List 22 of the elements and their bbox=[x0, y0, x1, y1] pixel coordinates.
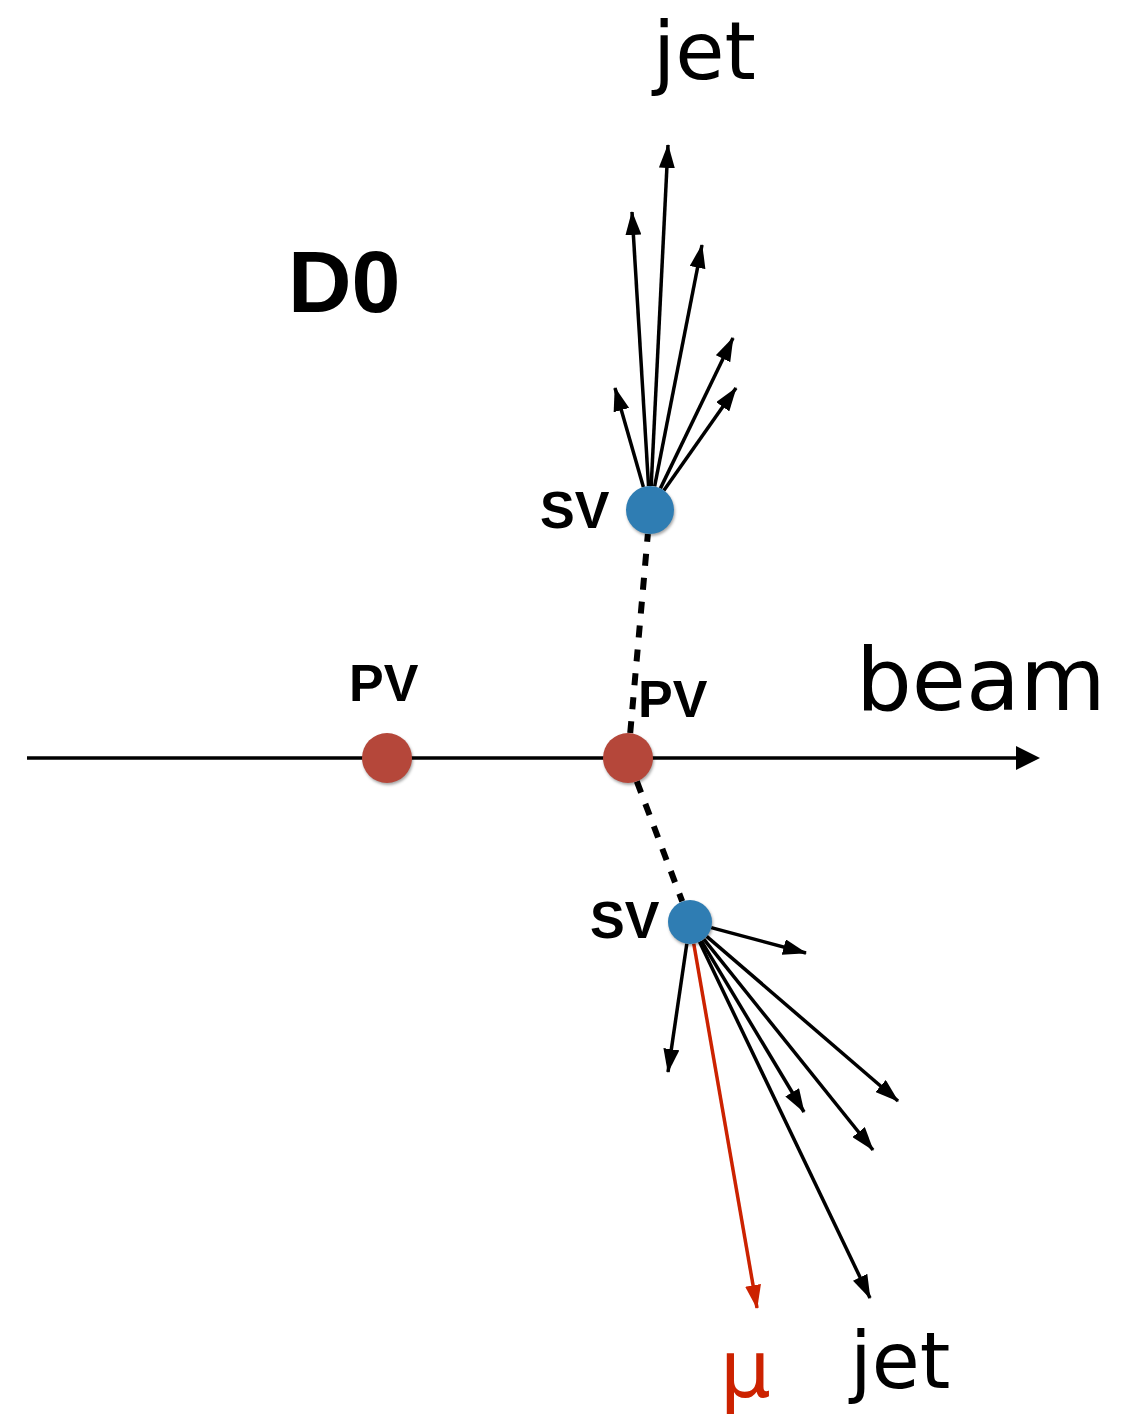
vertex-label: SV bbox=[540, 484, 610, 536]
particle-track-arrow bbox=[692, 943, 761, 1309]
dashed-connector bbox=[634, 780, 686, 903]
annotation-label: beam bbox=[856, 636, 1106, 724]
particle-track-arrow bbox=[702, 938, 875, 1152]
secondary-vertex bbox=[540, 484, 674, 534]
particle-track-arrow bbox=[697, 941, 872, 1299]
particle-track-arrow bbox=[705, 935, 900, 1103]
particle-track-arrow bbox=[662, 387, 738, 492]
particle-track-arrow bbox=[613, 387, 646, 488]
particle-track-arrow bbox=[649, 144, 675, 487]
particle-track-arrow bbox=[625, 211, 651, 487]
vertex-label: PV bbox=[638, 673, 708, 725]
particle-track-arrow bbox=[663, 943, 689, 1073]
experiment-label: D0 bbox=[288, 238, 401, 326]
particle-track-arrow bbox=[710, 926, 807, 955]
dashed-connector bbox=[627, 533, 651, 734]
particle-track-arrow bbox=[699, 939, 806, 1113]
vertex-label: PV bbox=[349, 657, 419, 709]
particle-track-arrow bbox=[652, 244, 706, 487]
vertex-label: SV bbox=[590, 894, 660, 946]
particle-track-arrow bbox=[658, 337, 735, 490]
